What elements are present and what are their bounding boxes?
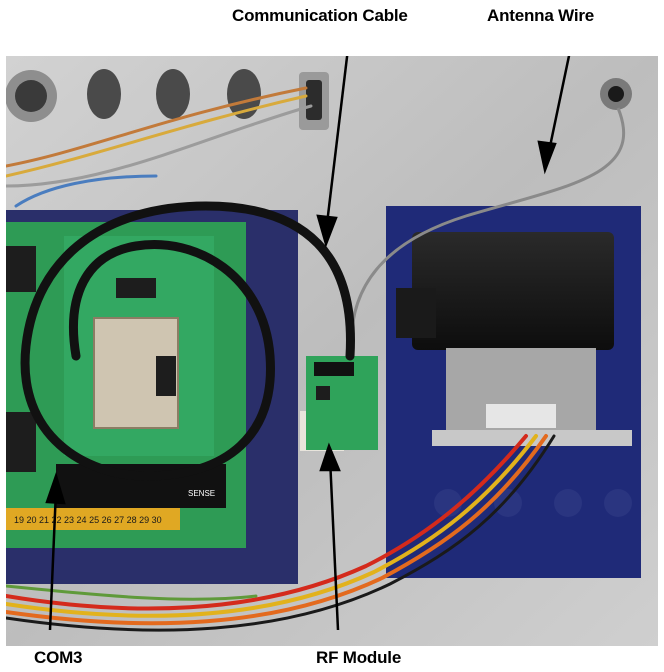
printer-mechanism [396,232,632,446]
communication-cable-label: Communication Cable [232,6,408,25]
rf-module-label: RF Module [316,648,402,667]
antenna-wire [349,107,626,357]
serial-connector [299,72,329,130]
antenna-wire-label: Antenna Wire [487,6,595,25]
terminal-numbers: 19 20 21 22 23 24 25 26 27 28 29 30 [14,515,162,525]
pcb-chips [6,246,176,472]
communication-cable [20,201,355,481]
bracket-holes [434,489,632,517]
rf-module [300,356,378,451]
antenna-connector [600,78,632,110]
terminal-strip [6,508,180,530]
cable-gland [6,70,57,122]
panel-knockouts [87,69,261,119]
callout-pointers [45,56,571,631]
equipment-photo: 19 20 21 22 23 24 25 26 27 28 29 30 SENS… [6,56,658,646]
sense-marking: SENSE [188,489,215,498]
wire-harness [6,86,556,632]
com3-label: COM3 [34,648,83,667]
